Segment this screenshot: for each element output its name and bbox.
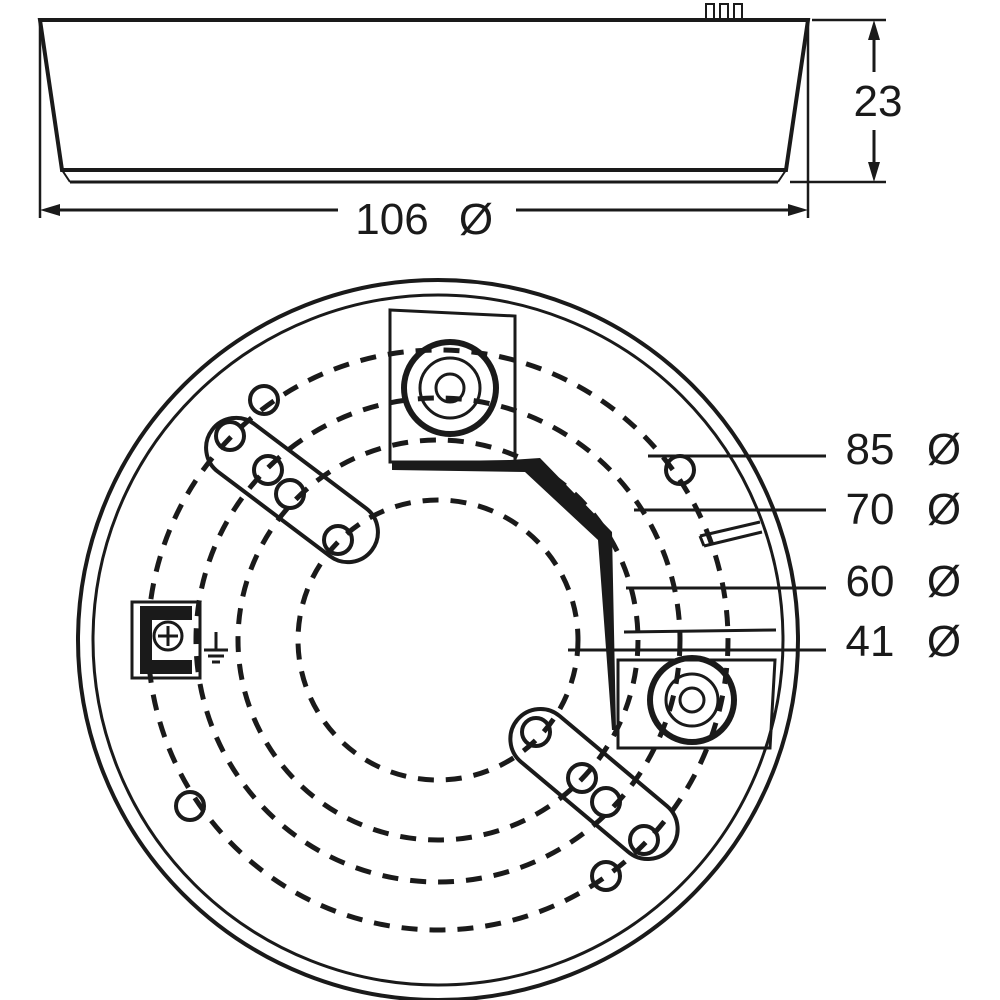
- diameter-60-symbol: Ø: [927, 557, 961, 606]
- width-dimension: 106 Ø: [38, 20, 810, 244]
- height-dimension: 23: [790, 18, 903, 184]
- dashed-circle-85: [145, 347, 731, 933]
- right-slot: [698, 520, 763, 548]
- diameter-85-symbol: Ø: [927, 425, 961, 474]
- diameter-leaders: [568, 454, 826, 652]
- ground-terminal: [130, 600, 202, 680]
- diameter-70-symbol: Ø: [927, 485, 961, 534]
- top-view: 85 Ø 70 Ø 60 Ø 41 Ø: [76, 278, 962, 1000]
- side-view-pins: [705, 3, 743, 21]
- diameter-85-value: 85: [846, 425, 895, 474]
- side-view-base-edge-left: [61, 169, 71, 183]
- dashed-circle-70: [193, 395, 683, 885]
- side-view: 23 106 Ø: [37, 3, 903, 244]
- dashed-circle-41: [295, 497, 581, 783]
- diameter-41-value: 41: [846, 617, 895, 666]
- width-diameter-symbol: Ø: [459, 195, 493, 244]
- arrowhead-left: [40, 204, 60, 216]
- lower-right-terminal-strip: [508, 707, 680, 861]
- arrowhead-down: [868, 162, 880, 182]
- height-label: 23: [854, 77, 903, 126]
- outer-rim: [76, 278, 800, 1000]
- arrowhead-right: [788, 204, 808, 216]
- top-mounting-block: [388, 308, 517, 464]
- diameter-70-value: 70: [846, 485, 895, 534]
- bottom-right-mounting-block: [616, 655, 777, 750]
- mounting-hole-bottom-left: [174, 790, 206, 822]
- arrowhead-up: [868, 20, 880, 40]
- mounting-hole-top-left: [248, 384, 280, 416]
- inner-rim: [91, 293, 785, 987]
- ground-icon: [204, 632, 228, 664]
- side-view-body: [37, 18, 811, 172]
- mounting-hole-bottom-right: [590, 860, 622, 892]
- side-view-base-edge-right: [777, 169, 787, 183]
- diameter-labels: 85 Ø 70 Ø 60 Ø 41 Ø: [846, 425, 962, 666]
- upper-left-terminal-strip: [204, 415, 380, 565]
- dashed-circle-60: [235, 437, 641, 843]
- diameter-60-value: 60: [846, 557, 895, 606]
- diameter-41-symbol: Ø: [927, 617, 961, 666]
- width-label: 106: [355, 195, 428, 244]
